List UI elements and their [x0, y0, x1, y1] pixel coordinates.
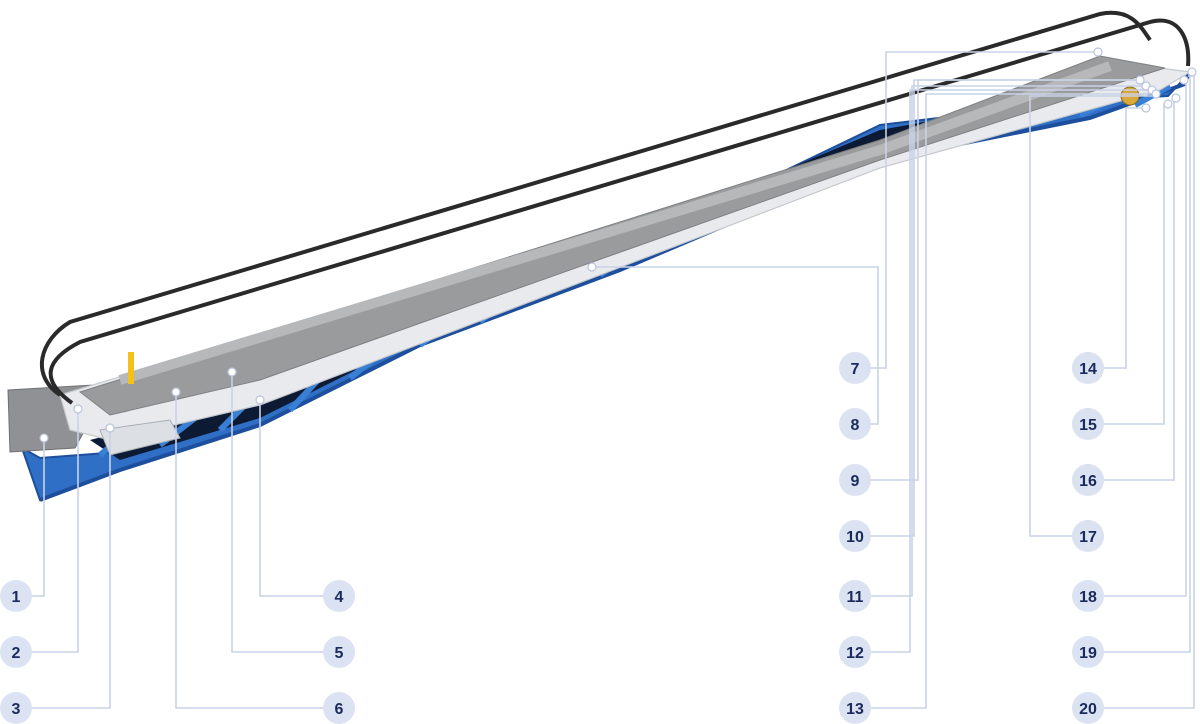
drive-unit — [99, 419, 181, 456]
svg-text:1: 1 — [12, 589, 21, 606]
callout-17: 17 — [1072, 520, 1104, 552]
callout-3: 3 — [0, 692, 32, 724]
anchor-dots — [39, 47, 1197, 443]
callout-14: 14 — [1072, 352, 1104, 384]
leader-lines — [28, 51, 1195, 709]
callout-15: 15 — [1072, 408, 1104, 440]
callout-8: 8 — [839, 408, 871, 440]
escalator-illustration — [7, 10, 1193, 502]
svg-text:13: 13 — [846, 701, 864, 718]
callout-6: 6 — [323, 692, 355, 724]
callout-4: 4 — [323, 580, 355, 612]
callout-11: 11 — [839, 580, 871, 612]
svg-text:10: 10 — [846, 529, 864, 546]
svg-text:9: 9 — [851, 473, 860, 490]
callout-18: 18 — [1072, 580, 1104, 612]
svg-text:5: 5 — [335, 645, 344, 662]
svg-text:11: 11 — [847, 589, 864, 606]
svg-text:2: 2 — [12, 645, 21, 662]
svg-text:7: 7 — [851, 361, 860, 378]
callout-7: 7 — [839, 352, 871, 384]
callout-19: 19 — [1072, 636, 1104, 668]
callout-13: 13 — [839, 692, 871, 724]
svg-text:15: 15 — [1079, 417, 1097, 434]
svg-text:20: 20 — [1079, 701, 1097, 718]
truss-bottom-edge — [39, 82, 1186, 502]
callout-16: 16 — [1072, 464, 1104, 496]
callout-12: 12 — [839, 636, 871, 668]
svg-text:12: 12 — [846, 645, 864, 662]
svg-text:19: 19 — [1079, 645, 1097, 662]
svg-text:8: 8 — [851, 417, 860, 434]
handrail-back — [48, 18, 1191, 405]
step-edge-marker — [128, 352, 134, 384]
callout-20: 20 — [1072, 692, 1104, 724]
svg-text:18: 18 — [1079, 589, 1097, 606]
callout-badges: 1 2 3 4 5 6 7 8 9 10 11 12 13 14 15 16 1… — [0, 352, 1104, 724]
callout-1: 1 — [0, 580, 32, 612]
svg-text:16: 16 — [1079, 473, 1097, 490]
callout-10: 10 — [839, 520, 871, 552]
svg-text:14: 14 — [1079, 361, 1097, 378]
svg-text:17: 17 — [1079, 529, 1097, 546]
callout-2: 2 — [0, 636, 32, 668]
svg-text:3: 3 — [12, 701, 21, 718]
callout-5: 5 — [323, 636, 355, 668]
callout-9: 9 — [839, 464, 871, 496]
svg-text:6: 6 — [335, 701, 344, 718]
svg-text:4: 4 — [335, 589, 344, 606]
